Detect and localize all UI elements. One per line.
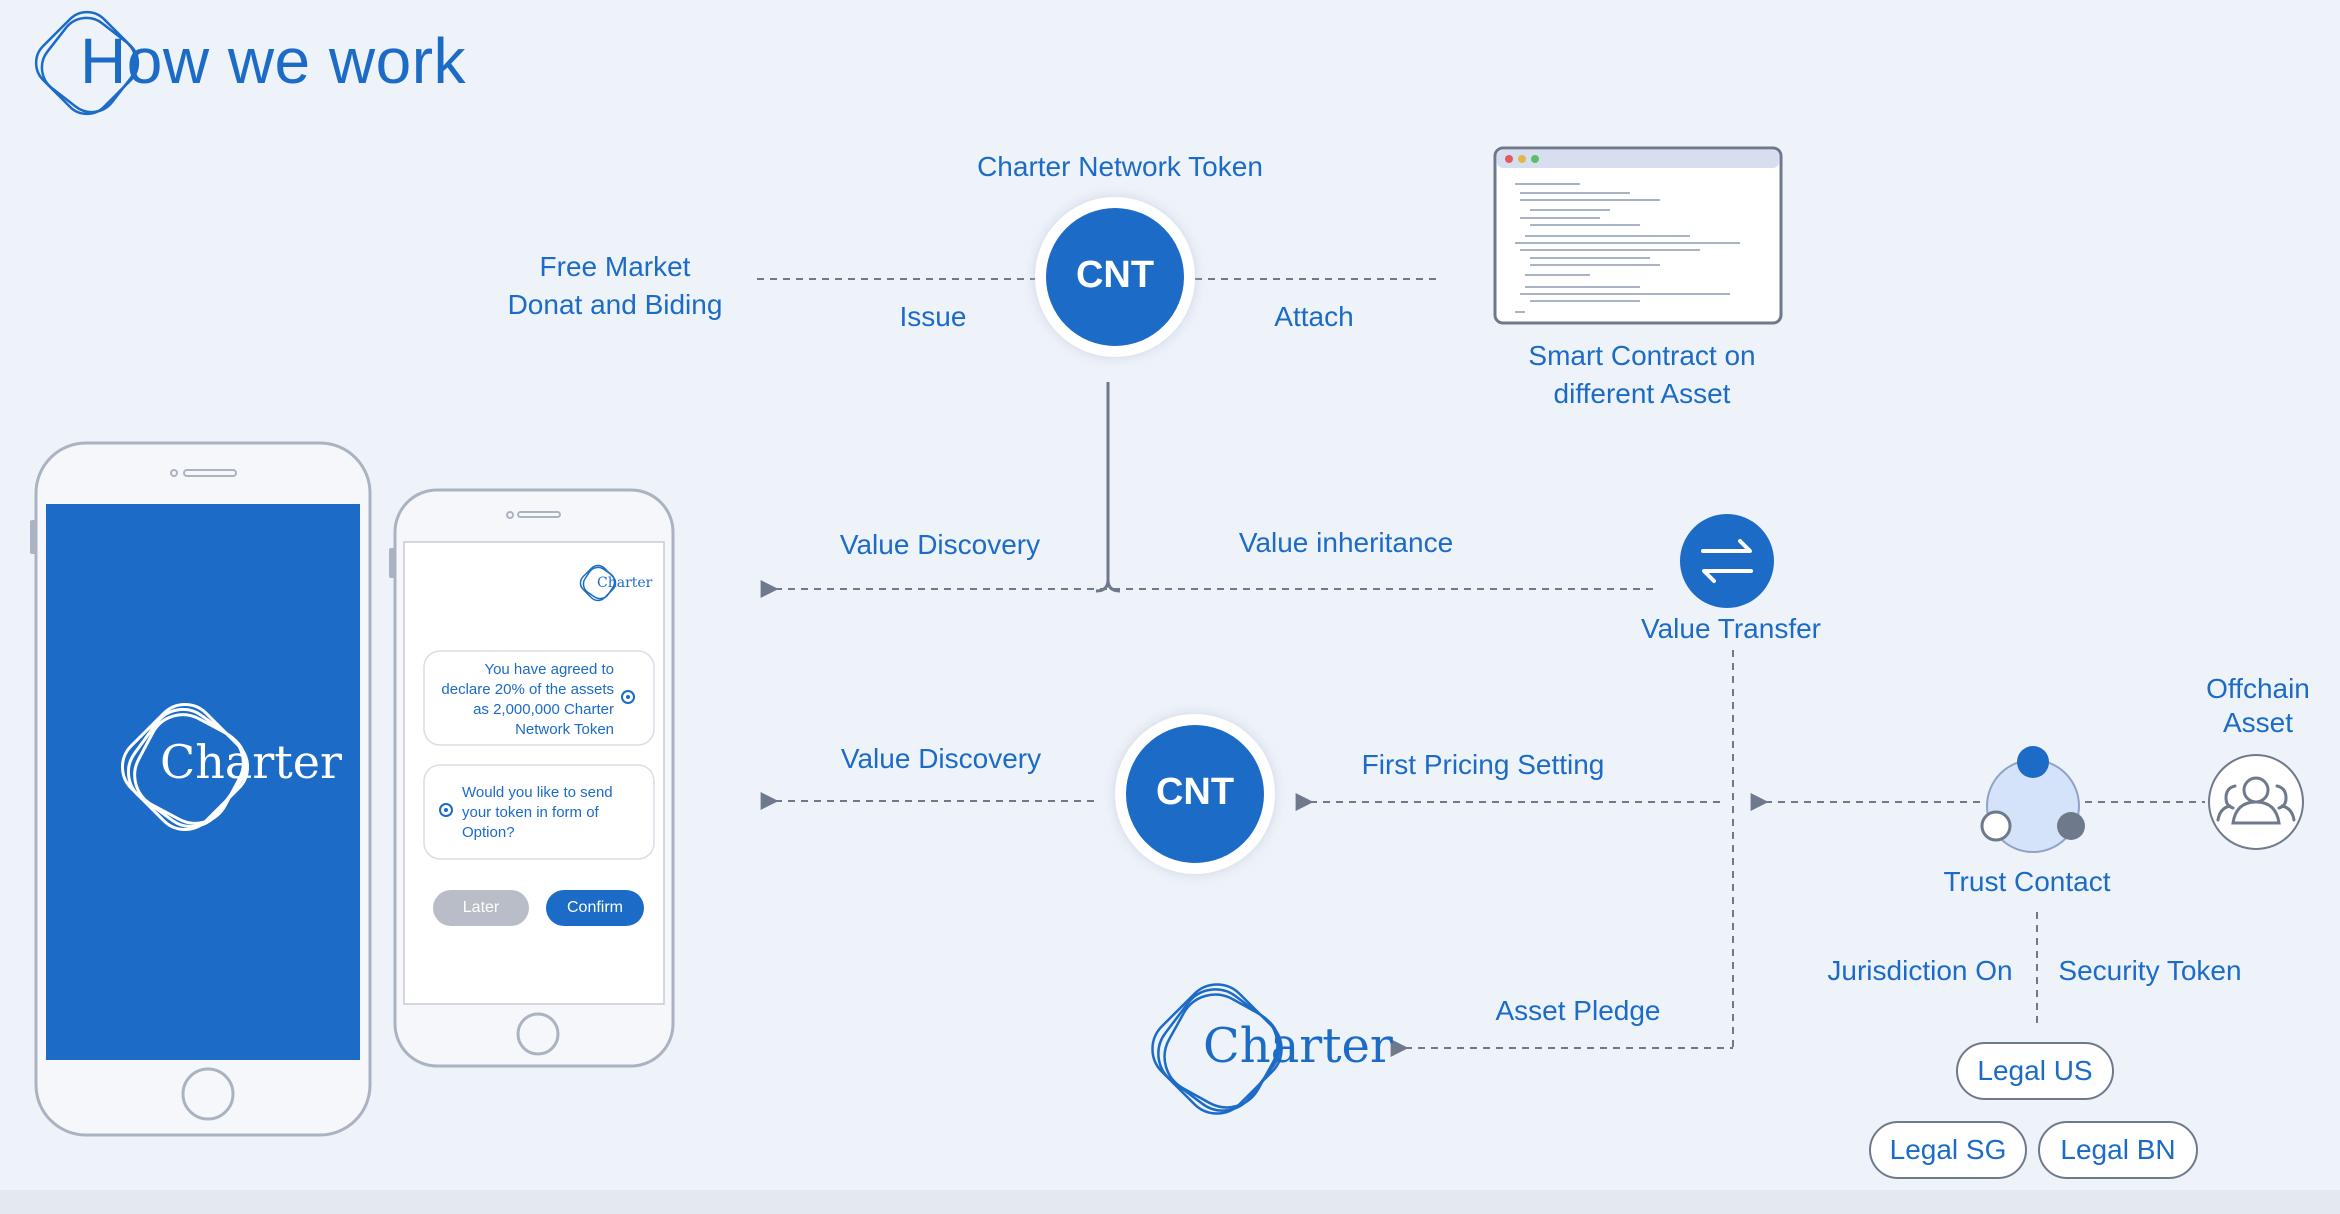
edge-value-discovery-top-label: Value Discovery [839,529,1041,560]
title-logo-icon [34,10,140,116]
right-phone [389,488,675,1068]
legal-sg-badge: Legal SG [1869,1121,2027,1179]
bottom-band [0,1190,2340,1214]
legal-bn-badge: Legal BN [2038,1121,2198,1179]
value-transfer-caption: Value Transfer [1640,613,1822,644]
edge-jurisdiction-label: Jurisdiction On [1827,955,2013,986]
edge-first-pricing-label: First Pricing Setting [1361,749,1605,780]
edge-security-token-label: Security Token [2058,955,2242,986]
trust-contact-icon [1980,746,2085,853]
edge-value-discovery-mid-label: Value Discovery [840,743,1042,774]
left-phone [30,441,372,1137]
cnt-top-label: CNT [1075,254,1155,296]
cnt-mid-label: CNT [1155,771,1235,813]
smart-contract-line2: different Asset [1553,378,1731,409]
smart-contract-line1: Smart Contract on [1528,340,1756,371]
offchain-asset-icon [2208,754,2304,850]
right-phone-logo-text: Charter [597,575,653,591]
left-phone-logo-text: Charter [160,735,342,789]
cnt-mid-node [1115,714,1275,874]
connector-lines [757,278,2205,1057]
value-transfer-icon [1680,514,1774,608]
smart-contract-window-icon [1493,146,1783,325]
right-phone-message-1: You have agreed to declare 20% of the as… [441,661,614,738]
legal-us-badge: Legal US [1956,1042,2114,1100]
edge-asset-pledge-label: Asset Pledge [1495,995,1661,1026]
cnt-top-caption: Charter Network Token [977,151,1263,182]
edge-value-inheritance-label: Value inheritance [1238,527,1454,558]
cnt-bracket-line [1095,382,1121,593]
confirm-button[interactable]: Confirm [546,890,644,926]
cnt-top-node [1035,197,1195,357]
edge-issue-label: Issue [899,301,967,332]
trust-contact-caption: Trust Contact [1943,866,2111,897]
edge-attach-label: Attach [1274,301,1354,332]
right-phone-message-2: Would you like to send your token in for… [462,784,613,841]
page-title: How we work [80,25,467,97]
offchain-line2: Asset [2222,707,2294,738]
free-market-line1: Free Market [539,251,691,282]
left-phone-logo-icon [120,702,250,832]
right-phone-logo-icon [579,564,617,602]
left-phone-screen [46,504,360,1060]
free-market-line2: Donat and Biding [507,289,723,320]
later-button[interactable]: Later [433,890,529,926]
charter-logo-text: Charter [1203,1018,1393,1074]
charter-logo-icon [1151,983,1283,1115]
offchain-line1: Offchain [2206,673,2310,704]
